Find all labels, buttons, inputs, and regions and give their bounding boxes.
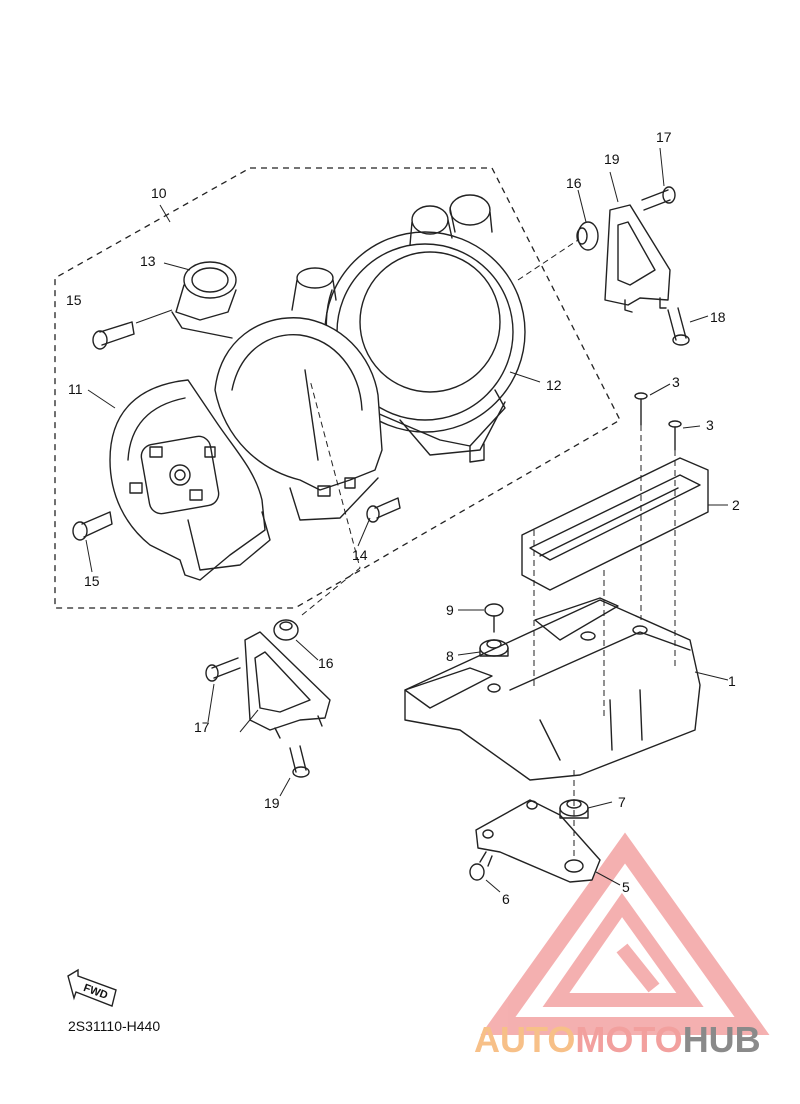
case-part-1 (404, 597, 701, 781)
watermark-part-hub: HUB (682, 1019, 761, 1060)
bolt-part-16-upper (641, 186, 676, 211)
callout-13: 14 (352, 547, 368, 563)
screw-part-3-b (668, 420, 682, 451)
callout-16-upper: 17 (656, 129, 672, 145)
callout-10: 12 (546, 377, 562, 393)
bracket-part-4 (475, 799, 601, 883)
callout-15-upper: 16 (566, 175, 582, 191)
diagram-code: 2S31110-H440 (68, 1018, 161, 1034)
callout-11: 11 (68, 381, 83, 397)
callout-17-lower: 19 (264, 795, 280, 811)
callout-9: 10 (151, 185, 167, 201)
callout-3-b: 3 (706, 417, 714, 433)
watermark-part-moto: MOTO (575, 1019, 683, 1060)
bracket-part-18 (244, 631, 331, 739)
callout-7: 8 (446, 648, 454, 664)
socket-part-12 (171, 261, 237, 339)
callout-4: 5 (622, 879, 630, 895)
bracket-part-19 (604, 204, 671, 313)
callout-15-lower: 16 (318, 655, 334, 671)
callout-5: 6 (502, 891, 510, 907)
callout-12: 13 (140, 253, 156, 269)
callout-14-lower: 15 (84, 573, 100, 589)
callout-2: 2 (732, 497, 740, 513)
callout-19: 19 (604, 151, 620, 167)
panel-part-2 (521, 457, 709, 591)
bolt-part-17-lower (289, 745, 310, 778)
assembly-boundary (54, 167, 621, 609)
watermark-logo (480, 832, 770, 1035)
callout-16-lower: 17 (194, 719, 210, 735)
bolt-part-17-upper (667, 307, 690, 346)
bolt-part-16-lower (205, 657, 241, 682)
bolt-part-14-lower (72, 511, 113, 541)
callout-8: 9 (446, 602, 454, 618)
grommet-part-15-upper (576, 221, 599, 251)
callout-14-upper: 15 (66, 292, 82, 308)
callout-6: 7 (618, 794, 626, 810)
callout-17-upper: 18 (710, 309, 726, 325)
watermark-brand: AUTOMOTOHUB (474, 1022, 761, 1058)
watermark-part-auto: AUTO (474, 1019, 576, 1060)
bolt-part-14-upper (92, 321, 135, 350)
meter-back-part-11 (109, 379, 271, 581)
screw-part-8 (484, 603, 504, 633)
bolt-part-13 (366, 497, 401, 523)
grommet-part-15-lower (273, 619, 299, 641)
screw-part-3-a (634, 392, 648, 426)
meter-body (214, 267, 383, 521)
callout-1: 1 (728, 673, 736, 689)
bolt-part-5 (469, 851, 493, 881)
forward-arrow-icon (67, 968, 117, 1007)
callout-3-a: 3 (672, 374, 680, 390)
